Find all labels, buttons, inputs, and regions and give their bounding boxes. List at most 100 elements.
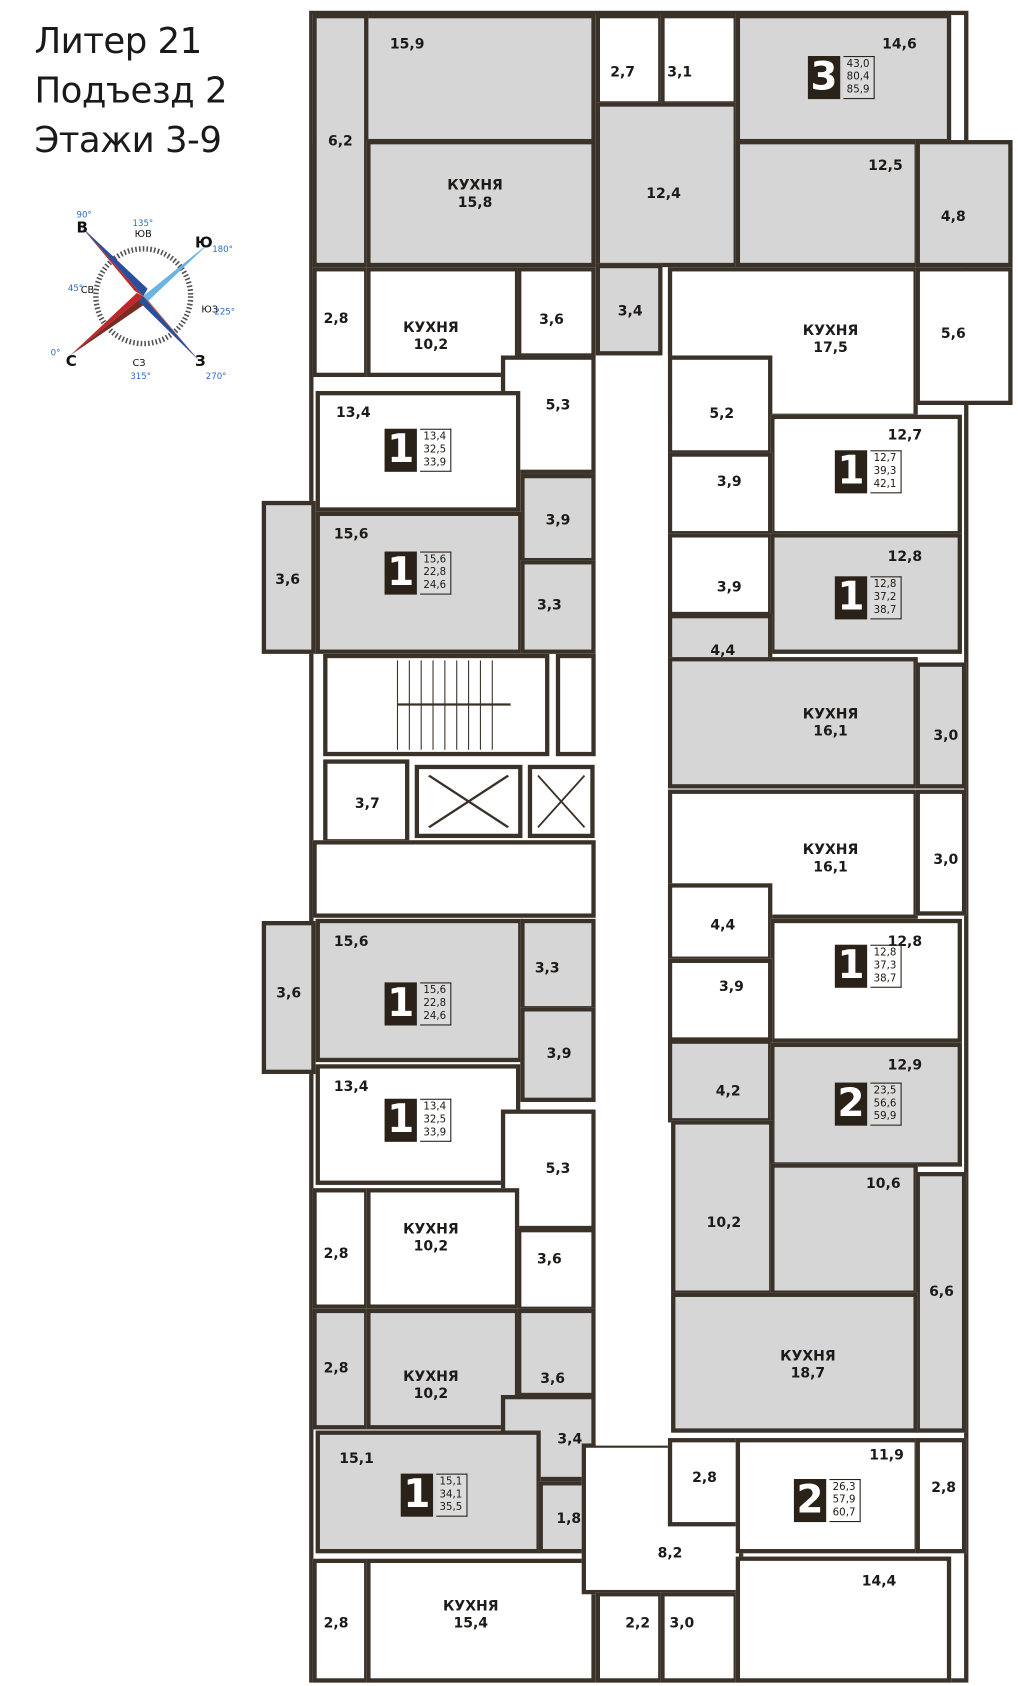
total-area: 56,6 [873,1097,897,1110]
room-area-label: 10,6 [866,1176,901,1193]
room-count: 2 [793,1478,827,1523]
kitchen-room [671,1292,918,1433]
total-area: 39,3 [873,465,897,478]
living-area: 15,1 [439,1475,463,1488]
room-area: 5,6 [940,326,966,343]
room-area: 4,2 [715,1083,741,1100]
room-area: 4,4 [710,643,736,660]
room-area-label: 3,4 [557,1432,582,1449]
room-area: 3,3 [534,960,560,978]
compass-degree-label: 135° [132,219,153,229]
compass-degree-label: 270° [206,372,227,382]
room [915,789,967,916]
room-area: 12,8 [887,933,923,951]
room-area: 15,8 [457,194,493,212]
living-area: 26,3 [832,1481,856,1493]
room-area: 2,7 [610,64,636,81]
room-area: 10,2 [413,1238,449,1255]
room-area: 2,8 [323,1246,349,1263]
room-area: 12,4 [646,186,681,203]
room-area: 8,2 [657,1545,683,1562]
room-area-label: 3,0 [933,852,958,869]
compass-direction-label: ЮВ [135,229,152,240]
room-area: 2,8 [323,1615,349,1632]
room-area: 17,5 [813,340,848,357]
room-count: 1 [834,944,868,988]
room-area: 3,6 [539,312,564,329]
room-area: 5,3 [545,1161,571,1178]
living-area: 23,5 [873,1084,897,1097]
room-area: 3,9 [716,473,742,491]
room-count: 1 [384,1098,417,1142]
room-area-label: 3,3 [537,598,562,615]
living-area: 13,4 [423,430,447,443]
room [312,1558,369,1683]
room-area: 14,4 [861,1573,897,1590]
elevator-shaft [527,764,595,839]
living-area: 13,4 [423,1100,447,1113]
room-area-label: 3,9 [547,1046,572,1063]
room-count: 1 [384,982,417,1026]
room [500,1109,596,1231]
room-area: 3,9 [716,579,742,596]
compass-direction-label: ЮЗ [201,304,218,315]
room-area-label: 3,6 [276,986,301,1003]
room-area-label: 1,8 [556,1511,581,1528]
room-area: 3,9 [545,512,571,529]
room-area: 15,4 [453,1615,489,1632]
room-area-label: 15,1 [339,1451,374,1468]
room-area-label: 15,6 [334,934,369,951]
room-area-label: 12,8 [888,549,923,566]
room [312,267,369,378]
room-area: 15,6 [333,526,369,543]
room-area: 5,2 [709,406,735,423]
compass-direction-label: Ю [195,234,213,252]
room-area-label: 13,4 [336,405,371,422]
shaft [555,653,596,757]
room-area: 10,2 [413,337,449,354]
room-area-label: 3,6 [540,1371,565,1388]
room-area-label: 12,4 [646,186,681,203]
stairs-icon [396,660,511,750]
room-area: 3,0 [933,852,959,869]
room-area-label: 8,2 [658,1546,683,1563]
room-count: 1 [400,1473,434,1517]
staircase [323,653,550,757]
total-area-with-balcony: 35,5 [439,1501,463,1514]
room [595,14,663,106]
compass-degree-label: 45° [68,284,83,294]
room-area-label: 2,2 [625,1616,650,1633]
room-area-label: 3,9 [719,979,744,996]
room-area-label: 12,8 [888,934,923,951]
room-area-label: 2,8 [324,1361,349,1378]
room-area-label: 13,4 [334,1079,369,1096]
kitchen-title: КУХНЯ [403,1369,459,1386]
room-area-label: 14,4 [862,1574,897,1591]
room [667,958,773,1042]
room-area: 13,4 [336,405,371,422]
room-area-label: 3,3 [535,961,560,978]
total-area: 37,2 [873,591,897,604]
room-area: 15,6 [333,933,369,951]
compass-direction-label: З [195,352,206,370]
room-area: 12,8 [887,549,923,566]
